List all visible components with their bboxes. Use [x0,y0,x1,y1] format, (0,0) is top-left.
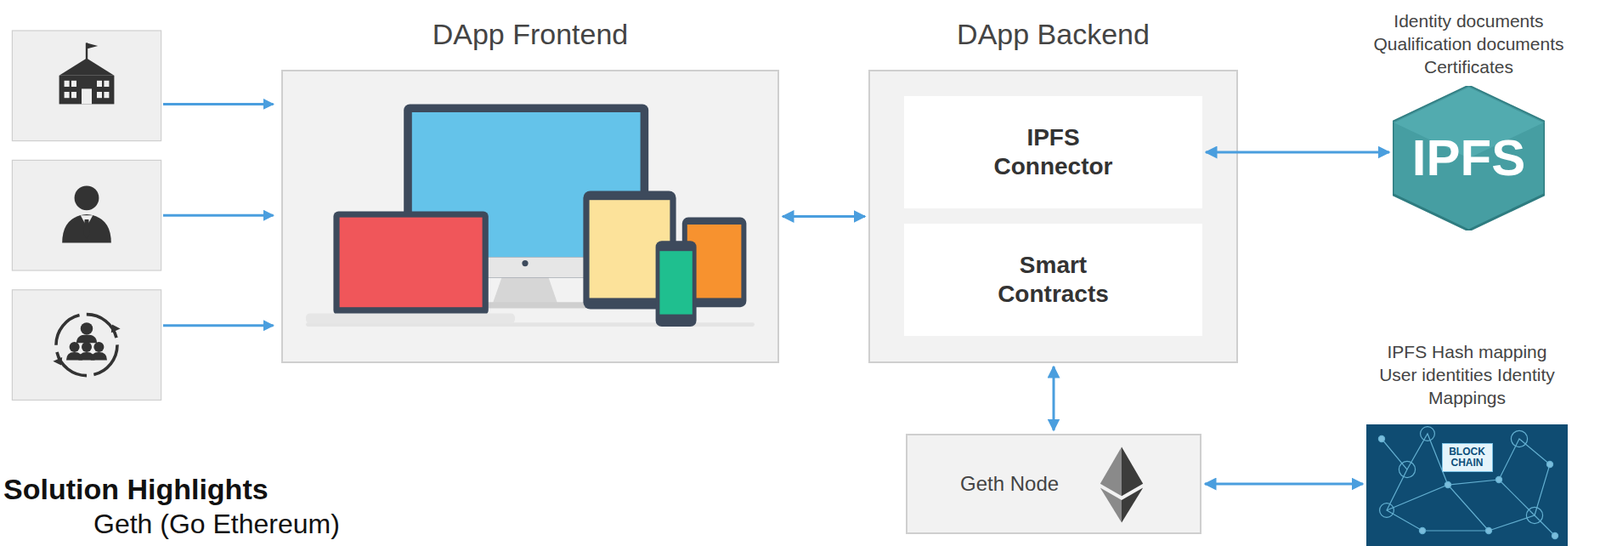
component-box: IPFS Connector [904,96,1203,209]
team-cycle-icon [111,324,121,334]
school-icon [71,80,77,87]
connector-arrow [1204,482,1363,486]
team-cycle-icon [69,341,80,352]
school-icon [96,91,102,98]
connector-arrow [782,214,866,218]
blockchain-image: IPFS Hash mapping User identities Identi… [1366,424,1568,546]
team-cycle-icon [90,351,108,361]
team-cycle-icon [80,322,93,334]
network-graphic [1495,475,1502,482]
component-name: IPFS Connector [978,123,1128,181]
section-heading: Solution Highlights [3,472,269,506]
network-graphic [1444,480,1451,487]
team-cycle-icon [76,334,97,344]
school-icon [71,91,77,98]
component-name: Smart Contracts [978,250,1128,309]
devices-illustration [655,240,697,327]
team-cycle-icon [81,341,92,352]
hexagon-outline [1392,85,1545,231]
logo-text: BLOCK CHAIN [1441,442,1493,472]
input-arrow [163,323,274,327]
devices-illustration [339,217,483,308]
input-arrow [163,103,274,325]
network-graphic [1546,460,1553,467]
devices-illustration [333,210,488,315]
connector-arrow [1205,151,1390,154]
school-icon [64,91,70,98]
school-icon [59,42,115,104]
team-cycle-icon [52,314,120,376]
icon-box [11,289,161,401]
team-cycle-icon [93,341,104,352]
node-name: Geth Node [960,470,1059,497]
geth-node-box: Geth Node [905,433,1202,534]
network-graphic [1419,526,1425,533]
school-icon [96,80,102,87]
bullet-item: Geth (Go Ethereum) [93,508,340,540]
devices-illustration [521,260,528,266]
input-arrow [163,102,274,106]
network-graphic [1485,526,1492,533]
devices-illustration [659,250,692,314]
ipfs-hexagon: Identity documents Qualification documen… [1392,85,1545,231]
connector-arrow [1052,366,1056,430]
team-cycle-icon [52,356,63,366]
school-icon [81,88,92,104]
school-icon [59,57,115,75]
icon-box [11,30,161,400]
team-cycle-icon [56,314,118,376]
icon-box [11,30,161,142]
storage-caption: Identity documents Qualification documen… [1345,9,1593,79]
devices-illustration [305,312,515,323]
person-icon [74,185,100,210]
network-graphic [1551,531,1558,538]
backend-panel: DApp BackendIPFS ConnectorSmart Contract… [868,69,1239,363]
person-icon [62,185,112,243]
network-graphic [1378,435,1385,441]
logo-text: IPFS [1392,85,1545,231]
storage-caption: IPFS Hash mapping User identities Identi… [1369,339,1566,409]
person-icon [83,219,90,239]
school-icon [103,91,109,98]
devices-illustration [492,277,559,304]
panel-heading: DApp Frontend [282,16,778,51]
input-arrow [163,214,274,217]
school-icon [103,80,109,87]
person-icon [62,214,112,244]
school-icon [59,75,115,105]
component-box: Smart Contracts [904,223,1203,336]
panel-heading: DApp Backend [870,16,1237,51]
school-icon [64,80,70,87]
icon-box [11,159,161,271]
school-icon [86,42,98,49]
